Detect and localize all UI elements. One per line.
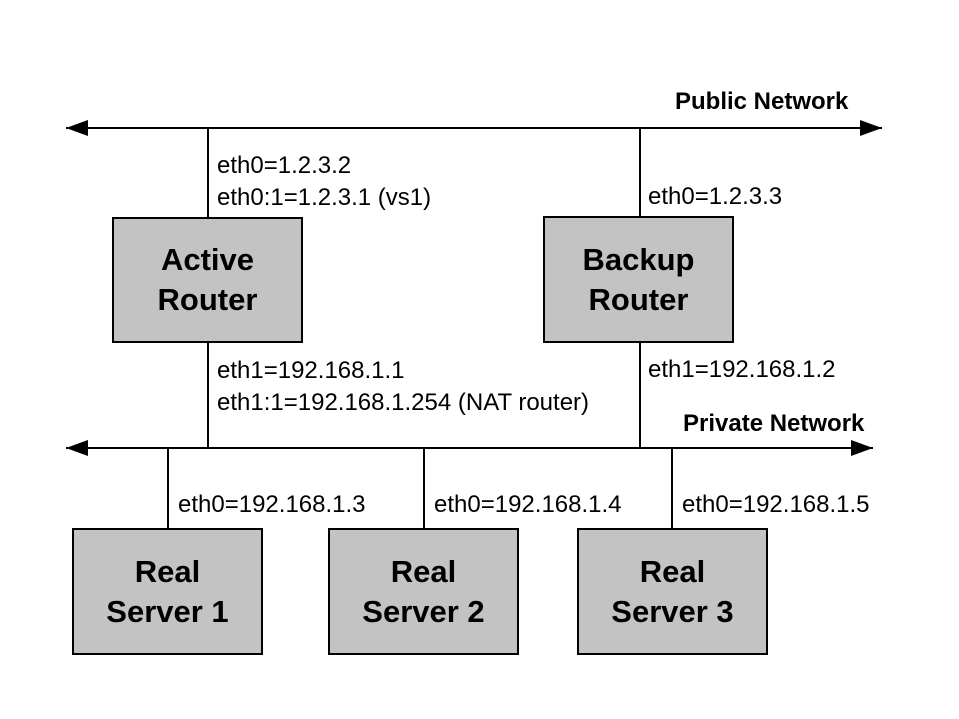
active-router-private-link	[207, 343, 209, 448]
real-server-3-eth0-annotation: eth0=192.168.1.5	[682, 491, 870, 518]
public-network-label: Public Network	[675, 88, 849, 115]
backup-router-label: Backup Router	[582, 241, 695, 317]
public-network-left-arrow-icon	[66, 120, 88, 136]
backup-router-node: Backup Router	[543, 216, 734, 343]
active-router-eth1-annotation: eth1=192.168.1.1 eth1:1=192.168.1.254 (N…	[217, 357, 590, 416]
public-network-right-arrow-icon	[860, 120, 882, 136]
public-network-line	[66, 127, 882, 129]
active-router-node: Active Router	[112, 217, 303, 343]
private-network-label: Private Network	[683, 410, 865, 437]
real-server-2-node: Real Server 2	[328, 528, 519, 655]
real-server-2-eth0-annotation: eth0=192.168.1.4	[434, 491, 622, 518]
real-server-1-link	[167, 448, 169, 528]
backup-router-eth0-annotation: eth0=1.2.3.3	[648, 183, 783, 210]
backup-router-eth1-annotation: eth1=192.168.1.2	[648, 356, 836, 383]
real-server-3-node: Real Server 3	[577, 528, 768, 655]
real-server-2-link	[423, 448, 425, 528]
real-server-3-link	[671, 448, 673, 528]
real-server-1-node: Real Server 1	[72, 528, 263, 655]
real-server-1-label: Real Server 1	[106, 553, 229, 629]
active-router-public-link	[207, 128, 209, 217]
backup-router-public-link	[639, 128, 641, 216]
real-server-1-eth0-annotation: eth0=192.168.1.3	[178, 491, 366, 518]
private-network-left-arrow-icon	[66, 440, 88, 456]
active-router-eth0-annotation: eth0=1.2.3.2 eth0:1=1.2.3.1 (vs1)	[217, 152, 432, 211]
real-server-3-label: Real Server 3	[611, 553, 734, 629]
real-server-2-label: Real Server 2	[362, 553, 485, 629]
private-network-right-arrow-icon	[851, 440, 873, 456]
private-network-line	[66, 447, 873, 449]
backup-router-private-link	[639, 343, 641, 448]
active-router-label: Active Router	[157, 242, 258, 317]
